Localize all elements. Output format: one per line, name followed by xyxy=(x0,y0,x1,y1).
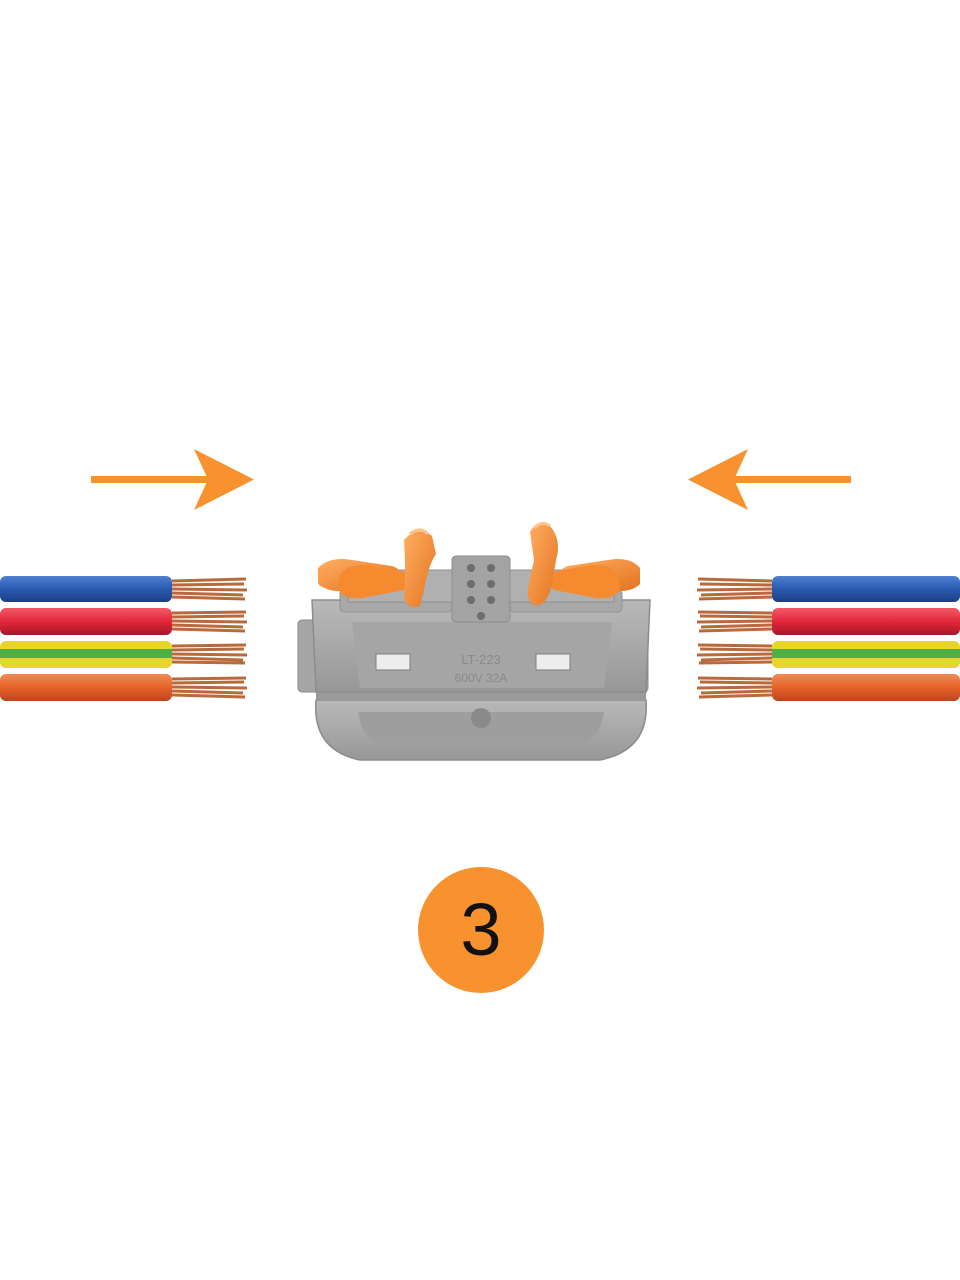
wire-connector: LT-223 600V 32A xyxy=(297,555,651,761)
wire-orange-left xyxy=(0,674,248,701)
wire-yellow-green-right xyxy=(696,641,960,668)
left-wire-bundle xyxy=(0,576,248,701)
lever-right-front xyxy=(527,521,558,606)
wire-red-left xyxy=(0,608,248,635)
arrow-right-icon xyxy=(91,449,254,510)
step-number: 3 xyxy=(460,888,502,971)
rating-label: 600V 32A xyxy=(455,671,508,685)
arrow-left-icon xyxy=(688,449,851,510)
lever-left-front xyxy=(404,528,436,607)
wire-blue-right xyxy=(696,576,960,602)
right-wire-bundle xyxy=(696,576,960,701)
wire-yellow-green-left xyxy=(0,641,248,668)
wire-orange-right xyxy=(696,674,960,701)
wire-blue-left xyxy=(0,576,248,602)
lever-right-mid xyxy=(548,565,620,599)
connector-levers xyxy=(318,521,640,607)
lever-left-mid xyxy=(338,565,410,599)
wire-red-right xyxy=(696,608,960,635)
step-number-badge: 3 xyxy=(418,867,544,993)
model-label: LT-223 xyxy=(461,652,501,667)
